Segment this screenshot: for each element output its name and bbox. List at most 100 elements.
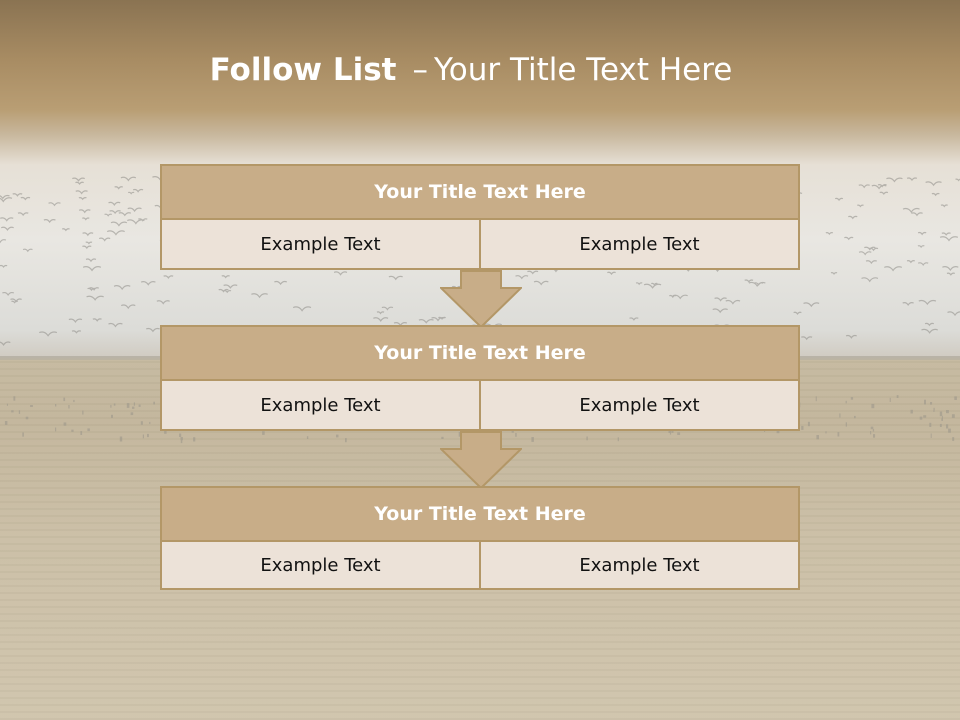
block-cell-left: Example Text <box>160 542 481 590</box>
bird-decoration <box>857 204 864 208</box>
title-dash: – <box>412 52 428 88</box>
field-bird-decoration <box>4 421 8 425</box>
bird-decoration <box>132 188 144 193</box>
bird-decoration <box>902 207 920 214</box>
bird-decoration <box>946 272 956 276</box>
bird-decoration <box>917 245 925 249</box>
bird-decoration <box>292 306 312 312</box>
field-bird-decoration <box>55 427 57 432</box>
bird-decoration <box>940 204 948 208</box>
bird-decoration <box>82 245 92 250</box>
bird-decoration <box>941 232 951 236</box>
bird-decoration <box>39 331 58 337</box>
bird-decoration <box>110 221 128 227</box>
block-cell-left: Example Text <box>160 381 481 431</box>
field-bird-decoration <box>815 396 817 402</box>
field-bird-decoration <box>130 412 134 416</box>
bird-decoration <box>939 236 959 242</box>
field-bird-decoration <box>11 410 14 413</box>
field-bird-decoration <box>671 429 674 433</box>
bird-decoration <box>877 184 887 188</box>
bird-decoration <box>376 311 385 315</box>
bird-decoration <box>121 304 136 310</box>
block-cell-left: Example Text <box>160 220 481 270</box>
bird-decoration <box>925 181 942 187</box>
field-bird-decoration <box>896 395 899 398</box>
bird-decoration <box>858 251 872 256</box>
field-bird-decoration <box>13 396 16 401</box>
bird-decoration <box>145 327 160 333</box>
field-bird-decoration <box>80 431 83 435</box>
field-bird-decoration <box>63 422 67 426</box>
field-bird-decoration <box>458 431 461 437</box>
field-bird-decoration <box>63 397 66 402</box>
bird-decoration <box>0 341 11 346</box>
field-bird-decoration <box>441 436 444 439</box>
field-bird-decoration <box>110 404 112 408</box>
field-bird-decoration <box>845 400 847 404</box>
bird-decoration <box>886 177 903 183</box>
bird-decoration <box>917 262 929 267</box>
field-bird-decoration <box>801 425 804 430</box>
field-bird-decoration <box>180 437 183 441</box>
field-bird-decoration <box>952 437 955 441</box>
field-bird-decoration <box>939 423 942 427</box>
bird-decoration <box>515 275 529 280</box>
bird-decoration <box>845 334 857 339</box>
bird-decoration <box>87 287 96 292</box>
bird-decoration <box>104 213 113 217</box>
field-bird-decoration <box>306 436 309 439</box>
bird-decoration <box>651 282 658 286</box>
bird-decoration <box>629 317 639 321</box>
field-bird-decoration <box>919 416 923 420</box>
bird-decoration <box>865 260 877 265</box>
bird-decoration <box>418 319 434 324</box>
block-row: Example Text Example Text <box>160 381 800 431</box>
field-bird-decoration <box>924 399 926 405</box>
field-bird-decoration <box>87 428 90 432</box>
field-bird-decoration <box>55 404 57 407</box>
field-bird-decoration <box>6 403 8 406</box>
bird-decoration <box>902 302 914 307</box>
field-bird-decoration <box>951 414 955 418</box>
bird-decoration <box>92 318 102 322</box>
field-bird-decoration <box>336 434 339 438</box>
field-bird-decoration <box>939 411 943 417</box>
list-block-3: Your Title Text Here Example Text Exampl… <box>160 486 800 590</box>
field-bird-decoration <box>668 430 672 433</box>
down-arrow-icon <box>440 431 522 489</box>
bird-decoration <box>223 284 238 289</box>
field-bird-decoration <box>870 426 874 430</box>
field-bird-decoration <box>946 410 949 414</box>
bird-decoration <box>918 299 937 306</box>
bird-decoration <box>947 311 960 317</box>
field-bird-decoration <box>30 405 33 407</box>
title-bar: Follow List–Your Title Text Here <box>0 0 960 150</box>
block-row: Example Text Example Text <box>160 220 800 270</box>
field-bird-decoration <box>68 405 70 409</box>
bird-decoration <box>218 288 229 293</box>
bird-decoration <box>744 279 754 283</box>
field-bird-decoration <box>870 431 872 435</box>
bird-decoration <box>82 217 90 221</box>
bird-decoration <box>861 277 879 283</box>
bird-decoration <box>643 283 662 289</box>
list-block-2: Your Title Text Here Example Text Exampl… <box>160 325 800 431</box>
field-bird-decoration <box>179 433 182 437</box>
bird-decoration <box>917 231 927 236</box>
bird-decoration <box>2 291 15 297</box>
field-bird-decoration <box>113 403 116 406</box>
down-arrow-icon <box>440 270 522 328</box>
field-bird-decoration <box>854 415 856 419</box>
bird-decoration <box>0 197 13 203</box>
field-bird-decoration <box>941 418 943 421</box>
field-bird-decoration <box>669 431 672 435</box>
field-bird-decoration <box>586 436 588 441</box>
field-bird-decoration <box>617 437 619 442</box>
field-bird-decoration <box>845 422 847 427</box>
bird-decoration <box>911 212 923 217</box>
field-bird-decoration <box>164 429 167 434</box>
field-bird-decoration <box>25 416 29 420</box>
bird-decoration <box>607 271 616 276</box>
